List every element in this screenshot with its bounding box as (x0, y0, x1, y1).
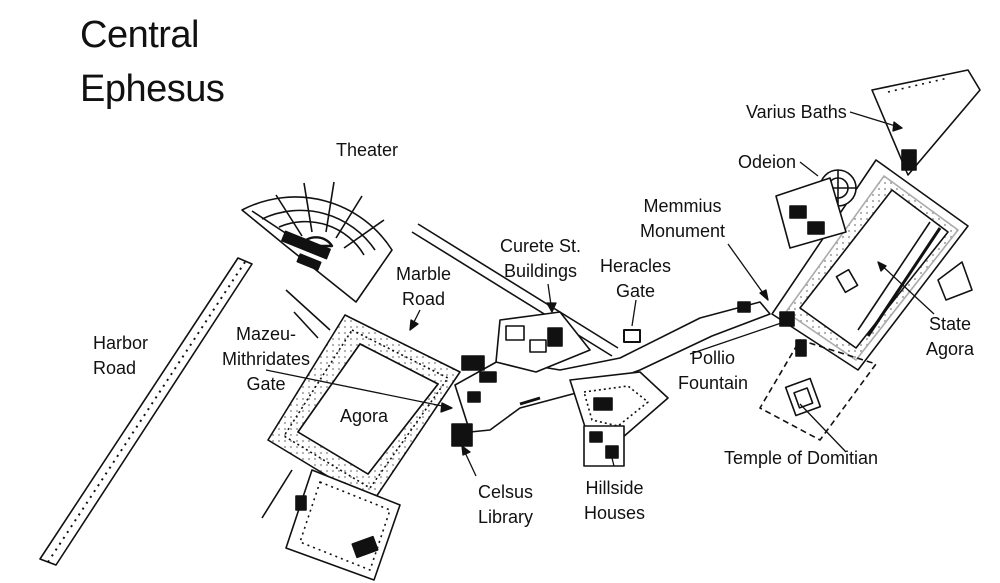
label-temple-of-domitian: Temple of Domitian (724, 448, 879, 468)
label-varius-baths: Varius Baths (746, 102, 847, 122)
label-heracles-gate: Heracles Gate (600, 256, 672, 301)
leader-lines (265, 111, 935, 477)
label-pollio-fountain: Pollio Fountain (678, 348, 749, 393)
label-marble-road: Marble Road (396, 264, 452, 309)
theater-shape (241, 181, 393, 303)
label-curete-st-buildings: Curete St. Buildings (500, 236, 582, 281)
label-harbor-road: Harbor Road (93, 333, 149, 378)
agora-shape (261, 314, 461, 581)
label-mazeu-mithridates-gate: Mazeu- Mithridates Gate (222, 324, 311, 394)
label-hillside-houses: Hillside Houses (584, 478, 646, 523)
map-title-line-1: Central (80, 14, 200, 56)
temple-of-domitian-shape (759, 339, 877, 441)
harbor-road-shape (39, 257, 253, 566)
map-title-line-2: Ephesus (80, 68, 225, 110)
label-agora: Agora (340, 406, 389, 426)
curete-street-shape (451, 301, 771, 467)
label-theater: Theater (336, 140, 399, 160)
label-celsus-library: Celsus Library (478, 482, 534, 527)
label-state-agora: State Agora (926, 314, 975, 359)
state-agora-shape (771, 69, 981, 371)
label-memmius-monument: Memmius Monument (640, 196, 726, 241)
label-odeion: Odeion (738, 152, 797, 172)
